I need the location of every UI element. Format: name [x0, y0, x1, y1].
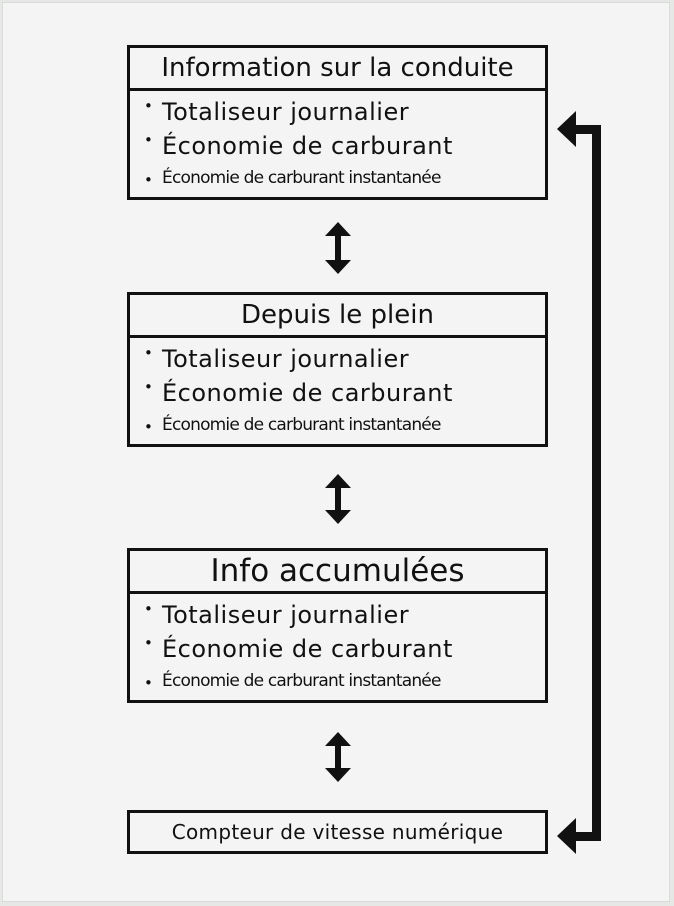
box-title: Depuis le plein — [130, 295, 545, 338]
bullet-icon: • — [144, 599, 154, 618]
box-title: Information sur la conduite — [130, 48, 545, 91]
box-title: Info accumulées — [130, 551, 545, 594]
double-arrow-icon — [325, 222, 351, 274]
item-label: Économie de carburant instantanée — [162, 671, 441, 691]
item-label: Économie de carburant — [162, 379, 453, 407]
item-label: Économie de carburant instantanée — [162, 168, 441, 188]
item-label: Totaliseur journalier — [162, 98, 410, 126]
box-items: • Totaliseur journalier • Économie de ca… — [130, 594, 545, 696]
list-item: • Totaliseur journalier — [144, 598, 545, 632]
arrow-left-icon — [557, 111, 576, 147]
double-arrow-icon — [325, 474, 351, 524]
item-label: Économie de carburant — [162, 635, 453, 663]
double-arrow-icon — [325, 732, 351, 782]
list-item: • Économie de carburant — [144, 129, 545, 163]
arrow-left-icon — [557, 818, 576, 854]
box-label: Compteur de vitesse numérique — [171, 820, 504, 844]
box-since-refuel: Depuis le plein • Totaliseur journalier … — [127, 292, 548, 447]
bullet-icon: • — [144, 130, 154, 149]
box-digital-speedometer: Compteur de vitesse numérique — [127, 810, 548, 854]
item-label: Économie de carburant instantanée — [162, 415, 441, 435]
list-item: • Économie de carburant instantanée — [144, 410, 545, 440]
box-items: • Totaliseur journalier • Économie de ca… — [130, 338, 545, 440]
bullet-icon: • — [144, 377, 154, 396]
box-items: • Totaliseur journalier • Économie de ca… — [130, 91, 545, 193]
bullet-icon: • — [144, 417, 153, 436]
bullet-icon: • — [144, 170, 153, 189]
item-label: Totaliseur journalier — [162, 601, 410, 629]
item-label: Économie de carburant — [162, 132, 453, 160]
list-item: • Totaliseur journalier — [144, 95, 545, 129]
box-driving-info: Information sur la conduite • Totaliseur… — [127, 45, 548, 200]
list-item: • Totaliseur journalier — [144, 342, 545, 376]
item-label: Totaliseur journalier — [162, 345, 410, 373]
list-item: • Économie de carburant instantanée — [144, 666, 545, 696]
list-item: • Économie de carburant — [144, 376, 545, 410]
box-accumulated-info: Info accumulées • Totaliseur journalier … — [127, 548, 548, 703]
list-item: • Économie de carburant — [144, 632, 545, 666]
bullet-icon: • — [144, 633, 154, 652]
list-item: • Économie de carburant instantanée — [144, 163, 545, 193]
loop-arrow — [557, 111, 601, 854]
bullet-icon: • — [144, 96, 154, 115]
bullet-icon: • — [144, 673, 153, 692]
bullet-icon: • — [144, 343, 154, 362]
